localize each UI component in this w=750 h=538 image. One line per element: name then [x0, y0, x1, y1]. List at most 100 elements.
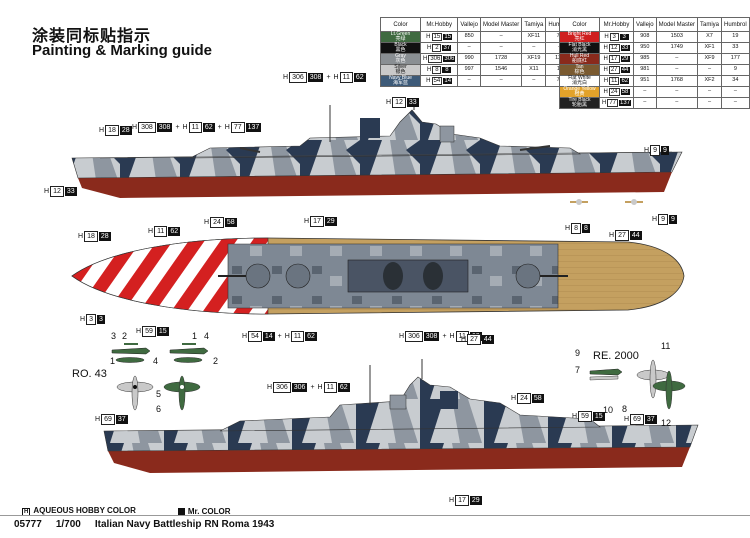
part-number-7: 7 — [575, 365, 581, 375]
cell-mm: 1503 — [655, 31, 698, 43]
part-number-12: 12 — [661, 418, 672, 428]
part-number-2: 2 — [122, 331, 128, 341]
color-name-cn: 黑色 — [395, 47, 406, 53]
cell-mm: – — [479, 31, 523, 43]
mr-color-code: 3 — [619, 34, 629, 40]
aqueous-code: 15 — [431, 33, 443, 41]
cell-humbrol: 19 — [721, 31, 750, 43]
color-name: Lt.Green — [390, 31, 411, 37]
table-header-cell: Tamiya — [521, 17, 547, 32]
re2000-fighter-side — [589, 368, 623, 381]
color-name-cn: 船底红 — [571, 58, 587, 64]
aqueous-code: 27 — [608, 66, 620, 74]
color-name-cn: 海军蓝 — [392, 80, 408, 86]
color-name: Gray — [395, 53, 406, 59]
part-number-10: 10 — [603, 405, 614, 415]
cell-tamiya: XF2 — [696, 75, 723, 87]
cell-mm: – — [655, 64, 698, 76]
cell-tamiya: – — [696, 97, 723, 109]
mr-color-code: 15 — [443, 34, 453, 40]
ro43-label: RO. 43 — [72, 368, 107, 380]
propeller-detail-1 — [570, 199, 588, 205]
cell-vallejo: 908 — [633, 31, 657, 43]
cell-mm: 1546 — [479, 64, 523, 76]
cell-mm: – — [479, 75, 523, 87]
aqueous-code: 306 — [428, 55, 443, 63]
part-number-9: 9 — [575, 348, 581, 358]
cell-vallejo: 990 — [457, 53, 481, 65]
color-name: Hull Red — [569, 53, 590, 59]
legend-mrcolor: Mr. COLOR — [177, 507, 231, 516]
cell-humbrol: 34 — [721, 75, 750, 87]
part-number-1: 1 — [192, 331, 198, 341]
mr-color-code: 8 — [442, 67, 452, 73]
part-number-5: 5 — [156, 389, 162, 399]
footer-divider — [0, 515, 750, 516]
cell-humbrol: – — [721, 97, 750, 109]
aqueous-code: 11 — [609, 77, 620, 85]
ship-deck-top-view — [71, 237, 685, 315]
table-header-cell: Mr.Hobby — [598, 17, 635, 32]
cell-mm: 1768 — [655, 75, 698, 87]
cell-mm: – — [479, 42, 523, 54]
table-header-cell: Model Master — [655, 17, 698, 32]
cell-mm: – — [655, 97, 698, 109]
color-name: Navy Blue — [389, 75, 412, 81]
cell-mm: – — [655, 86, 698, 98]
table-header-cell: Color — [559, 17, 600, 32]
cell-vallejo: 850 — [457, 31, 481, 43]
cell-vallejo: 950 — [633, 42, 657, 54]
mr-color-code: 62 — [620, 78, 630, 84]
cell-vallejo: 985 — [633, 53, 657, 65]
part-number-3: 3 — [111, 331, 117, 341]
part-number-8: 8 — [622, 404, 628, 414]
table-header-cell: Humbrol — [721, 17, 750, 32]
ro43-seaplane-side-2 — [169, 343, 209, 363]
color-name-cn: 棕色 — [574, 69, 585, 75]
color-name: Tan — [575, 64, 584, 70]
cell-humbrol: 9 — [721, 64, 750, 76]
color-name: Tire Black — [568, 97, 591, 103]
aqueous-code: 8 — [432, 66, 442, 74]
cell-tamiya: – — [521, 42, 547, 54]
cell-mm: 1728 — [479, 53, 523, 65]
mr-color-code: 58 — [620, 89, 630, 95]
table-header-cell: Vallejo — [633, 17, 657, 32]
color-name: Bright Red — [567, 31, 592, 37]
part-number-11: 11 — [661, 341, 671, 351]
page-title-en: Painting & Marking guide — [32, 42, 213, 59]
